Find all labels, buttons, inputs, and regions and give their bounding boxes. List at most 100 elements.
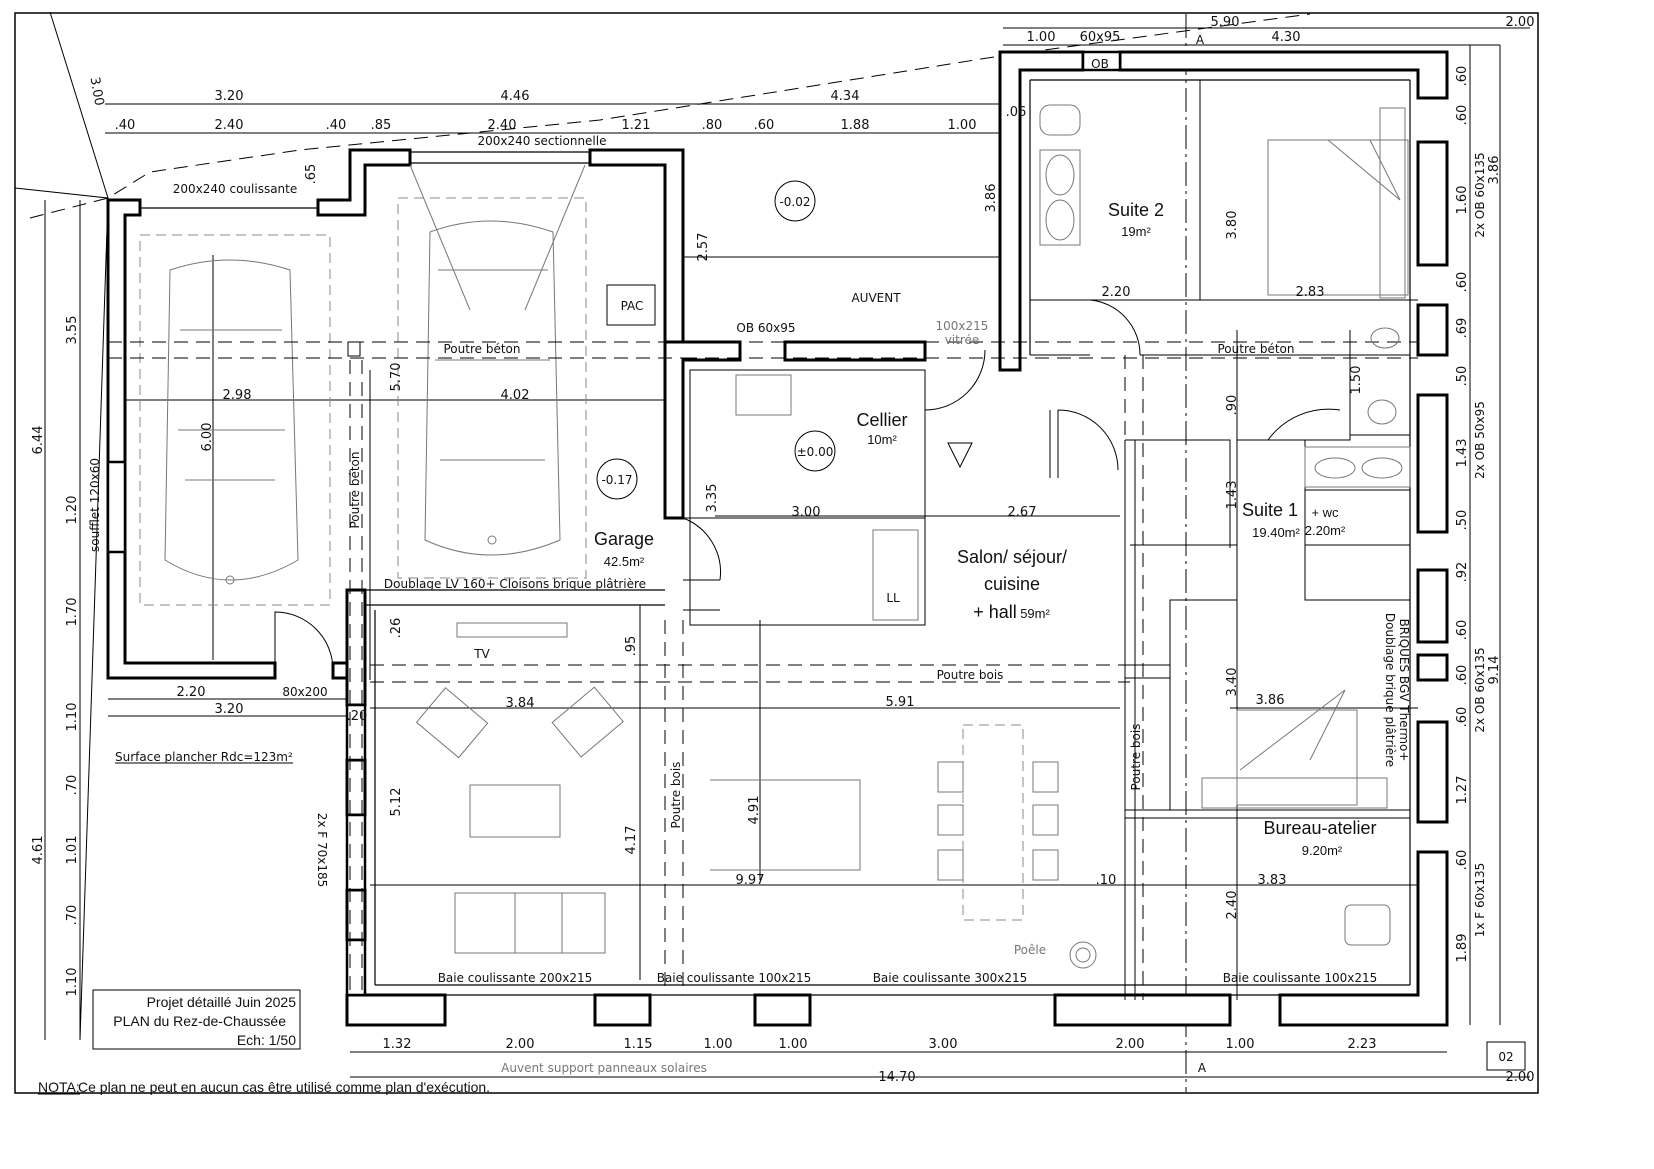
- dimension-label: 1.27: [1455, 776, 1470, 805]
- dimension-label: .60: [1455, 665, 1470, 686]
- dimension-label: 3.84: [506, 696, 535, 711]
- annotation-label: TV: [473, 647, 490, 661]
- level-marker-label: ±0.00: [797, 445, 834, 459]
- sheet-frame: [14, 12, 1539, 1094]
- dimension-label: .10: [1096, 873, 1117, 888]
- car-left: [139, 234, 331, 606]
- dimension-label: .06: [1006, 105, 1027, 120]
- dimension-label: 5.70: [389, 363, 404, 392]
- surface-label: Surface plancher Rdc=123m²: [115, 750, 293, 764]
- dimension-label: 2.40: [488, 118, 517, 133]
- page-number-box: [1486, 1041, 1526, 1071]
- dimension-label: 1.00: [704, 1037, 733, 1052]
- annotation-label: PAC: [621, 299, 644, 313]
- dimension-label: .20: [347, 709, 368, 724]
- garage-walls: [106, 148, 685, 680]
- dimension-label: 1.60: [1455, 186, 1470, 215]
- furniture: [415, 104, 1411, 969]
- dimension-label: 2.00: [1506, 15, 1535, 30]
- room-label: Suite 2: [1108, 200, 1164, 220]
- dimension-label: .60: [754, 118, 775, 133]
- dimension-label: 3.35: [705, 484, 720, 513]
- dimension-label: 6.44: [31, 426, 46, 455]
- annotation-label: Poutre bois: [937, 668, 1004, 682]
- house-walls: [345, 50, 1449, 1027]
- dimension-label: 4.61: [31, 836, 46, 865]
- dimension-label: 1.70: [65, 598, 80, 627]
- dimension-label: .90: [1225, 395, 1240, 416]
- dimension-label: 9.14: [1487, 656, 1502, 685]
- dimension-label: 3.80: [1225, 211, 1240, 240]
- dimension-label: .60: [1455, 850, 1470, 871]
- annotation-label: Poutre bois: [1129, 724, 1143, 791]
- room-label: + hall: [973, 602, 1017, 622]
- room-label: Cellier: [856, 410, 907, 430]
- dimension-label: 4.91: [747, 796, 762, 825]
- annotation-label: 100x215: [936, 319, 989, 333]
- dimension-label: 2.00: [506, 1037, 535, 1052]
- annotation-label: Poutre béton: [444, 342, 521, 356]
- dimension-label: 60x95: [1080, 30, 1121, 45]
- dimension-label: .60: [1455, 66, 1470, 87]
- annotation-label: 2x F 70x185: [315, 813, 329, 888]
- dimension-label: 1.43: [1455, 439, 1470, 468]
- room-label: Bureau-atelier: [1263, 818, 1376, 838]
- dimension-label: 4.34: [831, 89, 860, 104]
- dimension-label: .80: [702, 118, 723, 133]
- dimension-label: .69: [1455, 318, 1470, 339]
- dimension-label: .70: [65, 905, 80, 926]
- annotation-label: 2x OB 50x95: [1473, 401, 1487, 479]
- room-label: Salon/ séjour/: [957, 547, 1067, 567]
- dimension-label: 1.00: [1226, 1037, 1255, 1052]
- room-label: 2.20m²: [1305, 523, 1346, 538]
- dimension-label: 2.40: [1225, 891, 1240, 920]
- dimension-label: 1.88: [841, 118, 870, 133]
- dimension-label: 3.20: [215, 89, 244, 104]
- annotation-label: Baie coulissante 200x215: [438, 971, 593, 985]
- dimension-label: 2.83: [1296, 285, 1325, 300]
- pillar: [347, 341, 361, 357]
- dimension-label: 1.15: [624, 1037, 653, 1052]
- room-label: 19m²: [1121, 224, 1151, 239]
- dimension-label: 6.00: [200, 423, 215, 452]
- room-label: 42.5m²: [604, 554, 645, 569]
- dimension-label: 3.83: [1258, 873, 1287, 888]
- annotation-label: Baie coulissante 300x215: [873, 971, 1028, 985]
- annotation-label: 80x200: [282, 685, 327, 699]
- annotation-label: OB 60x95: [736, 321, 795, 335]
- car-right: [397, 164, 587, 579]
- annotation-label: AUVENT: [851, 291, 901, 305]
- dimension-label: 1.10: [65, 703, 80, 732]
- annotation-label: Doublage brique plâtrière: [1383, 613, 1397, 767]
- dimension-label: 2.98: [223, 388, 252, 403]
- dimension-label: 1.89: [1455, 934, 1470, 963]
- room-label: Garage: [594, 529, 654, 549]
- level-marker-label: -0.17: [601, 473, 632, 487]
- annotation-label: A: [1198, 1061, 1207, 1075]
- annotation-label: Poutre béton: [348, 452, 362, 529]
- dimension-label: 1.10: [65, 968, 80, 997]
- dimension-label: 1.00: [779, 1037, 808, 1052]
- dimension-label: .40: [326, 118, 347, 133]
- property-line-left: [14, 11, 109, 1041]
- pac-unit: [606, 284, 656, 326]
- dimension-label: 3.86: [984, 184, 999, 213]
- dimension-label: .60: [1455, 272, 1470, 293]
- dimension-label: 3.86: [1487, 156, 1502, 185]
- title-plan: PLAN du Rez-de-Chaussée: [113, 1013, 286, 1029]
- dimension-label: 1.43: [1225, 481, 1240, 510]
- level-marker-label: -0.02: [779, 195, 810, 209]
- room-label: 59m²: [1020, 606, 1050, 621]
- annotation-label: 200x240 sectionnelle: [478, 134, 607, 148]
- dimension-label: 4.02: [501, 388, 530, 403]
- title-project: Projet détaillé Juin 2025: [147, 994, 297, 1010]
- annotation-label: A: [1196, 33, 1205, 47]
- page-number: 02: [1498, 1050, 1513, 1064]
- dimension-label: .50: [1455, 510, 1470, 531]
- dimension-label: .65: [304, 164, 319, 185]
- annotation-label: OB: [1091, 57, 1109, 71]
- dimension-label: 3.55: [65, 316, 80, 345]
- annotation-label: Poutre bois: [669, 762, 683, 829]
- annotation-label: soufflet 120x60: [88, 458, 102, 552]
